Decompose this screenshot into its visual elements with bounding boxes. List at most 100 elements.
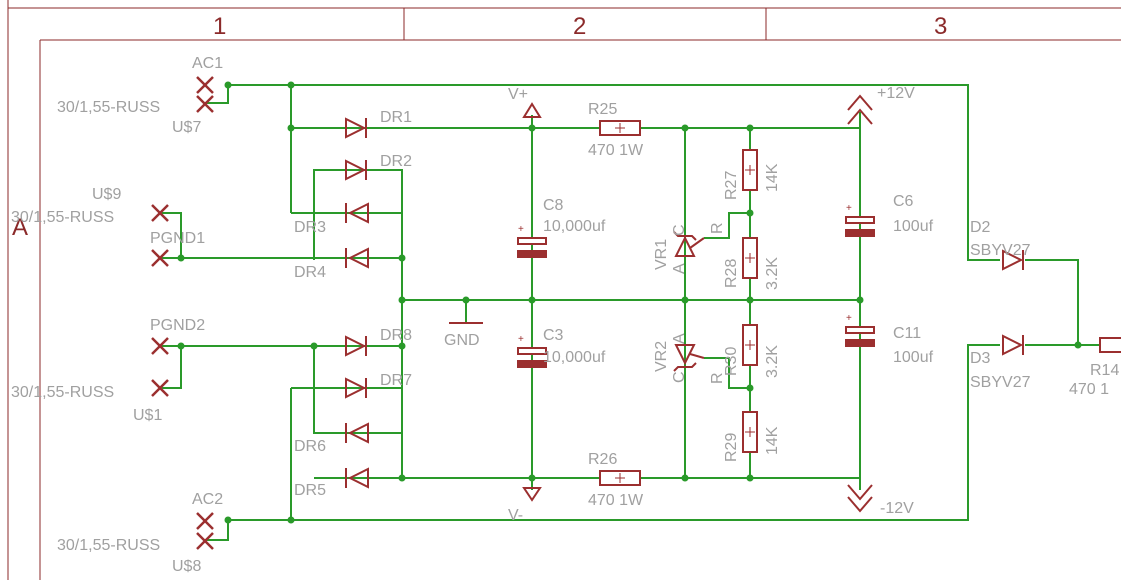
label-dr4: DR4 <box>294 264 326 281</box>
pgnd1-connector-pin-2 <box>151 249 169 267</box>
label-vr2: VR2 <box>653 341 670 372</box>
label-vr1-cathode: C <box>671 224 688 236</box>
label-r26-value: 470 1W <box>588 492 644 509</box>
vminus-arrow-icon <box>522 487 542 502</box>
label-dr7: DR7 <box>380 372 412 389</box>
label-vr2-ref: R <box>709 372 726 384</box>
label-vr2-cathode: C <box>671 371 688 383</box>
diode-dr3 <box>345 202 369 224</box>
label-r27-value: 14K <box>764 163 781 192</box>
label-c3-value: 10,000uf <box>543 349 606 366</box>
label-pgnd2: PGND2 <box>150 317 205 334</box>
resistor-r14 <box>1099 337 1121 353</box>
label-r25-value: 470 1W <box>588 142 644 159</box>
label-r28-value: 3.2K <box>764 257 781 290</box>
ac2-connector-pin <box>196 512 214 530</box>
label-c11: C11 <box>893 325 921 342</box>
label-vminus: V- <box>508 507 523 524</box>
svg-text:+: + <box>846 313 852 324</box>
label-vr1-ref: R <box>709 222 726 234</box>
label-c8: C8 <box>543 197 564 214</box>
label-d3-value: SBYV27 <box>970 374 1031 391</box>
label-dr8: DR8 <box>380 327 412 344</box>
label-ac2-part: 30/1,55-RUSS <box>57 537 160 554</box>
label-minus12v: -12V <box>880 500 914 517</box>
diode-dr6 <box>345 422 369 444</box>
label-r26: R26 <box>588 451 617 468</box>
label-c6-value: 100uf <box>893 218 934 235</box>
label-pgnd1-ref: U$9 <box>92 186 121 203</box>
label-ac1-ref: U$7 <box>172 119 201 136</box>
ac1-connector-pin-2 <box>196 95 214 113</box>
label-r30-value: 3.2K <box>764 345 781 378</box>
label-ac2: AC2 <box>192 491 223 508</box>
label-vplus: V+ <box>508 86 528 103</box>
label-dr2: DR2 <box>380 153 412 170</box>
label-r14: R14 <box>1090 362 1119 379</box>
svg-text:+: + <box>518 334 524 345</box>
regulator-vr2 <box>673 344 705 372</box>
svg-text:+: + <box>846 203 852 214</box>
diode-dr4 <box>345 247 369 269</box>
label-vr2-anode: A <box>671 333 688 344</box>
label-dr5: DR5 <box>294 482 326 499</box>
label-pgnd2-ref: U$1 <box>133 407 162 424</box>
label-vr1-anode: A <box>671 263 688 274</box>
label-plus12v: +12V <box>877 85 915 102</box>
label-pgnd1: PGND1 <box>150 230 205 247</box>
plus12v-arrow-icon <box>847 94 873 125</box>
pgnd2-connector-pin-2 <box>151 379 169 397</box>
vplus-arrow-icon <box>522 102 542 118</box>
capacitor-c6: + <box>845 203 875 237</box>
label-gnd: GND <box>444 332 480 349</box>
label-vr1: VR1 <box>653 239 670 270</box>
label-pgnd2-part: 30/1,55-RUSS <box>11 384 114 401</box>
label-d3: D3 <box>970 350 991 367</box>
label-pgnd1-part: 30/1,55-RUSS <box>11 209 114 226</box>
diode-dr7 <box>345 377 367 399</box>
frame-column-3: 3 <box>934 13 947 40</box>
diode-dr8 <box>345 335 367 357</box>
label-ac1: AC1 <box>192 55 223 72</box>
label-r28: R28 <box>723 259 740 288</box>
label-r29-value: 14K <box>764 426 781 455</box>
resistor-r28 <box>742 237 758 279</box>
label-r25: R25 <box>588 101 617 118</box>
label-d2: D2 <box>970 219 991 236</box>
resistor-r27 <box>742 149 758 191</box>
frame-column-2: 2 <box>573 13 586 40</box>
frame-row-a: A <box>12 214 28 241</box>
regulator-vr1 <box>673 231 705 257</box>
label-r14-value: 470 1 <box>1069 381 1109 398</box>
label-c11-value: 100uf <box>893 349 934 366</box>
label-dr6: DR6 <box>294 438 326 455</box>
minus12v-arrow-icon <box>847 484 873 513</box>
label-r29: R29 <box>723 433 740 462</box>
ac1-connector-pin <box>196 76 214 94</box>
resistor-r30 <box>742 324 758 366</box>
label-dr3: DR3 <box>294 219 326 236</box>
capacitor-c8: + <box>517 224 547 258</box>
svg-text:+: + <box>518 224 524 235</box>
frame-column-1: 1 <box>213 13 226 40</box>
label-dr1: DR1 <box>380 109 412 126</box>
pgnd1-connector-pin <box>151 204 169 222</box>
diode-d2 <box>1002 249 1024 271</box>
diode-dr1 <box>345 117 367 139</box>
label-ac2-ref: U$8 <box>172 558 201 575</box>
capacitor-c11: + <box>845 313 875 347</box>
label-c8-value: 10,000uf <box>543 218 606 235</box>
label-ac1-part: 30/1,55-RUSS <box>57 99 160 116</box>
resistor-r25 <box>599 120 641 136</box>
ac2-connector-pin-2 <box>196 532 214 550</box>
label-r27: R27 <box>723 171 740 200</box>
resistor-r26 <box>599 470 641 486</box>
label-c6: C6 <box>893 193 914 210</box>
junctions <box>177 81 1082 524</box>
label-d2-value: SBYV27 <box>970 242 1031 259</box>
resistor-r29 <box>742 411 758 453</box>
frame <box>7 0 1121 580</box>
diode-d3 <box>1002 334 1024 356</box>
diode-dr2 <box>345 159 367 181</box>
